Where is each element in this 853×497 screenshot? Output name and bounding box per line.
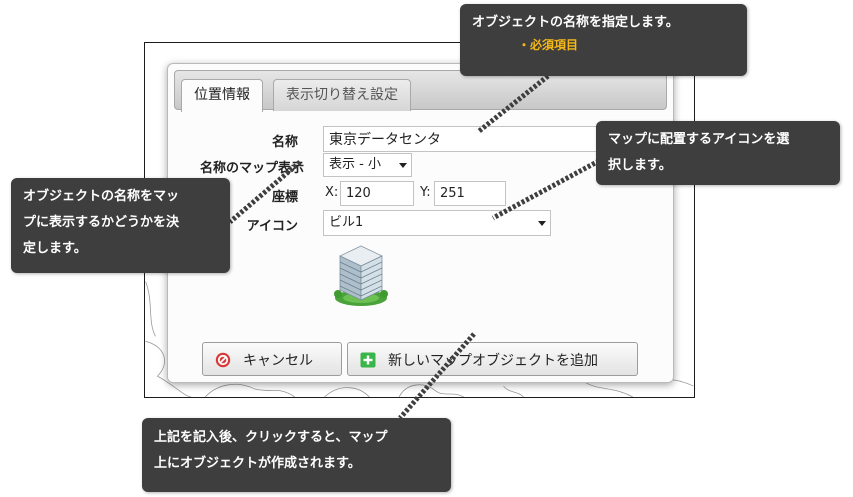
callout-icon-line2: 択します。 <box>608 158 672 173</box>
icon-label: アイコン <box>246 219 298 234</box>
map-label-display-label: 名称のマップ表示 <box>200 161 305 176</box>
tab-location[interactable]: 位置情報 <box>181 79 263 112</box>
add-map-object-button[interactable]: 新しいマップオブジェクトを追加 <box>347 342 638 376</box>
y-prefix: Y: <box>420 185 431 200</box>
y-coordinate-input[interactable] <box>434 181 506 206</box>
callout-map-label: オブジェクトの名称をマッ プに表示するかどうかを決 定します。 <box>11 178 230 273</box>
callout-required-note: ・必須項目 <box>518 38 579 52</box>
callout-add-button: 上記を記入後、クリックすると、マップ 上にオブジェクトが作成されます。 <box>142 418 451 492</box>
tab-bar: 位置情報 表示切り替え設定 <box>174 70 667 112</box>
object-dialog: 位置情報 表示切り替え設定 名称 名称のマップ表示 表示 - 小 座標 X: Y… <box>167 63 674 383</box>
callout-name-text: オブジェクトの名称を指定します。 <box>472 15 679 30</box>
coords-label: 座標 <box>271 190 298 205</box>
map-label-display-value: 表示 - 小 <box>329 157 381 172</box>
cancel-icon <box>215 352 231 368</box>
tab-display-toggle[interactable]: 表示切り替え設定 <box>273 79 411 111</box>
plus-icon <box>360 352 376 368</box>
callout-icon-line1: マップに配置するアイコンを選 <box>608 132 790 147</box>
callout-name: オブジェクトの名称を指定します。 ・必須項目 <box>460 4 747 76</box>
chevron-down-icon <box>538 221 546 226</box>
callout-add-line2: 上にオブジェクトが作成されます。 <box>154 456 361 471</box>
callout-map-label-line2: プに表示するかどうかを決 <box>23 215 180 230</box>
callout-map-label-line3: 定します。 <box>23 241 87 256</box>
x-coordinate-input[interactable] <box>340 181 414 206</box>
x-prefix: X: <box>325 185 339 200</box>
building-icon <box>334 245 388 306</box>
callout-add-line1: 上記を記入後、クリックすると、マップ <box>154 430 388 445</box>
map-background <box>145 281 694 397</box>
chevron-down-icon <box>399 163 407 168</box>
add-map-object-button-label: 新しいマップオブジェクトを追加 <box>388 353 598 369</box>
callout-map-label-line1: オブジェクトの名称をマッ <box>23 189 180 204</box>
icon-select-value: ビル1 <box>329 215 364 230</box>
name-label: 名称 <box>271 135 298 150</box>
map-label-display-select[interactable]: 表示 - 小 <box>323 153 412 177</box>
icon-select[interactable]: ビル1 <box>323 210 551 236</box>
cancel-button-label: キャンセル <box>243 353 313 369</box>
callout-icon: マップに配置するアイコンを選 択します。 <box>596 121 840 185</box>
cancel-button[interactable]: キャンセル <box>202 342 342 376</box>
